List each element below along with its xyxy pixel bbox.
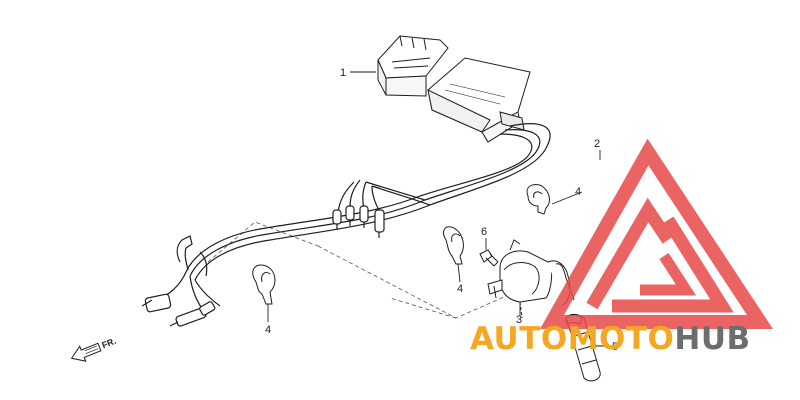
cdi-unit[interactable] xyxy=(377,35,551,206)
watermark-text-orange: AUTOMOTO xyxy=(470,321,674,357)
bolt[interactable] xyxy=(479,249,499,267)
harness-clamp[interactable] xyxy=(252,183,550,305)
callout-2: 2 xyxy=(594,138,600,150)
svg-text:FR.: FR. xyxy=(100,336,117,351)
callout-4-middle: 4 xyxy=(457,283,463,295)
watermark-text-gray: HUB xyxy=(674,321,750,357)
svg-text:AUTOMOTOHUB: AUTOMOTOHUB xyxy=(470,321,751,357)
callout-6: 6 xyxy=(481,226,487,238)
automotohub-watermark: AUTOMOTOHUB xyxy=(470,138,773,357)
callout-3: 3 xyxy=(516,314,522,326)
ignition-coil[interactable] xyxy=(487,239,575,319)
dashed-reference-lines xyxy=(207,221,521,319)
callout-5: 5 xyxy=(612,341,618,353)
triangle-logo-icon xyxy=(540,138,773,329)
leader-lines xyxy=(267,71,610,347)
callout-1: 1 xyxy=(340,67,346,79)
front-arrow-icon: FR. xyxy=(70,336,118,362)
callout-4-left: 4 xyxy=(265,324,271,336)
callout-4-right: 4 xyxy=(575,186,581,198)
wire-harness[interactable] xyxy=(141,179,431,327)
front-direction-marker: FR. xyxy=(70,336,118,362)
